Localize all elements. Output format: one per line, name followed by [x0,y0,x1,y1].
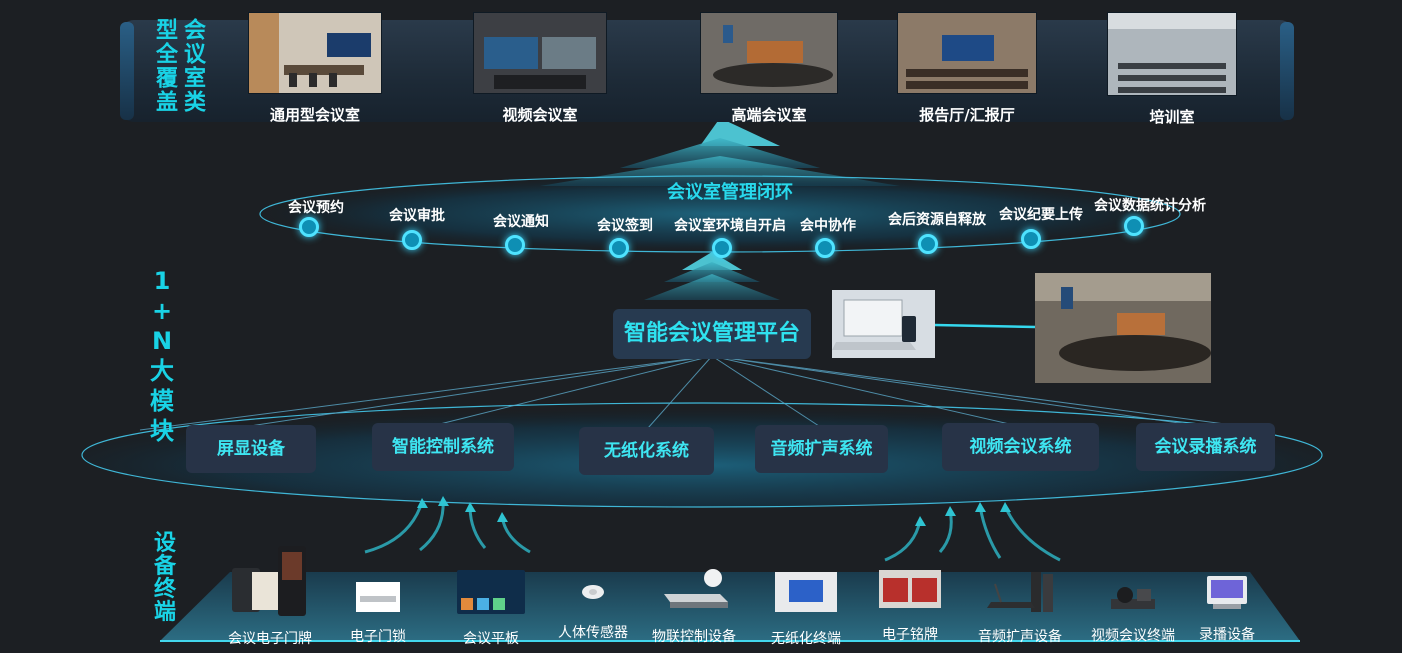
cycle-title: 会议室管理闭环 [667,182,793,203]
room-premium: 高端会议室 [700,12,838,125]
room-label: 培训室 [1149,108,1195,126]
platform-box: 智能会议管理平台 [613,309,811,359]
laptop-phone-photo-icon [832,290,935,358]
room-type-title: 会议室类型全覆盖 [150,18,208,114]
platform-label: 智能会议管理平台 [623,321,800,346]
cycle-node [609,238,629,258]
room-label: 报告厅/汇报厅 [919,106,1015,124]
device-label: 物联控制设备 [652,629,736,645]
door-lock-icon [356,582,400,612]
device-paperless-terminal: 无纸化终端 [768,572,844,648]
recording-device-icon [1207,576,1247,609]
connector-lines [139,355,1271,431]
device-video-terminal: 视频会议终端 [1090,585,1176,645]
cycle-step: 会后资源自释放 [888,212,986,228]
middle-tree-arrow [644,252,780,300]
device-label: 音频扩声设备 [978,629,1062,645]
device-title-text: 设备终端 [153,531,176,625]
device-label: 录播设备 [1199,627,1255,643]
cycle-step: 会中协作 [800,218,856,234]
cycle-node [505,235,525,255]
cycle-node [815,238,835,258]
cycle-step: 会议数据统计分析 [1094,198,1206,214]
cycle-step: 会议纪要上传 [999,207,1083,223]
device-label: 无纸化终端 [771,631,841,647]
device-label: 会议电子门牌 [228,631,312,647]
premium-room-photo-icon [700,12,838,94]
device-recording: 录播设备 [1197,576,1257,644]
cycle-step: 会议签到 [597,218,653,234]
video-terminal-icon [1111,587,1155,609]
cycle-step: 会议审批 [389,208,445,224]
device-door-lock: 电子门锁 [346,582,410,646]
module-title: 1+N大模块 [142,266,182,446]
auditorium-photo-icon [897,12,1037,94]
training-room-photo-icon [1107,12,1237,96]
module-recording: 会议录播系统 [1136,423,1275,471]
module-display: 屏显设备 [186,425,316,473]
name-plate-icon [879,570,941,608]
cycle-step: 会议预约 [288,200,344,216]
audio-equipment-icon [987,572,1053,612]
device-label: 电子门锁 [350,629,406,645]
room-auditorium: 报告厅/汇报厅 [897,12,1037,125]
door-sign-icon [232,546,306,616]
premium-room-photo-icon [1035,273,1211,383]
module-ring [81,402,1323,508]
device-door-sign: 会议电子门牌 [222,546,318,648]
module-title-text: 1+N大模块 [150,267,174,445]
banner-right-edge [1280,22,1294,120]
motion-sensor-icon [582,585,604,599]
room-video: 视频会议室 [473,12,607,125]
device-name-plate: 电子铭牌 [878,570,942,644]
cycle-disc [260,176,1180,252]
device-label: 视频会议终端 [1091,628,1175,644]
module-smart-control: 智能控制系统 [372,423,514,471]
banner-left-edge [120,22,134,120]
cycle-node [1021,229,1041,249]
cycle-node [1124,216,1144,236]
module-audio: 音频扩声系统 [755,425,888,473]
device-label: 电子铭牌 [882,627,938,643]
conference-room-photo-icon [248,12,382,94]
iot-controller-icon [664,569,728,608]
device-floor [160,572,1300,641]
device-title: 设备终端 [150,532,180,624]
device-tablet: 会议平板 [455,570,527,648]
room-label: 通用型会议室 [269,106,360,124]
cycle-node [299,217,319,237]
module-paperless: 无纸化系统 [579,427,714,475]
room-label: 视频会议室 [502,106,578,124]
platform-link [934,323,1037,329]
cycle-step: 会议通知 [493,214,549,230]
room-type-title-text: 会议室类型全覆盖 [152,18,205,114]
video-room-photo-icon [473,12,607,94]
tablet-icon [457,570,525,614]
room-training: 培训室 [1107,12,1237,127]
paperless-terminal-icon [775,572,837,612]
device-audio: 音频扩声设备 [977,572,1063,646]
cycle-node [402,230,422,250]
cycle-node [712,238,732,258]
device-sensor: 人体传感器 [557,584,629,642]
cycle-step: 会议室环境自开启 [674,218,786,234]
device-label: 会议平板 [463,631,519,647]
device-iot-controller: 物联控制设备 [652,568,736,646]
device-label: 人体传感器 [558,625,628,641]
module-video-conference: 视频会议系统 [942,423,1099,471]
room-general: 通用型会议室 [248,12,382,125]
device-arrow-heads [417,496,1011,526]
cycle-node [918,234,938,254]
room-label: 高端会议室 [731,106,807,124]
